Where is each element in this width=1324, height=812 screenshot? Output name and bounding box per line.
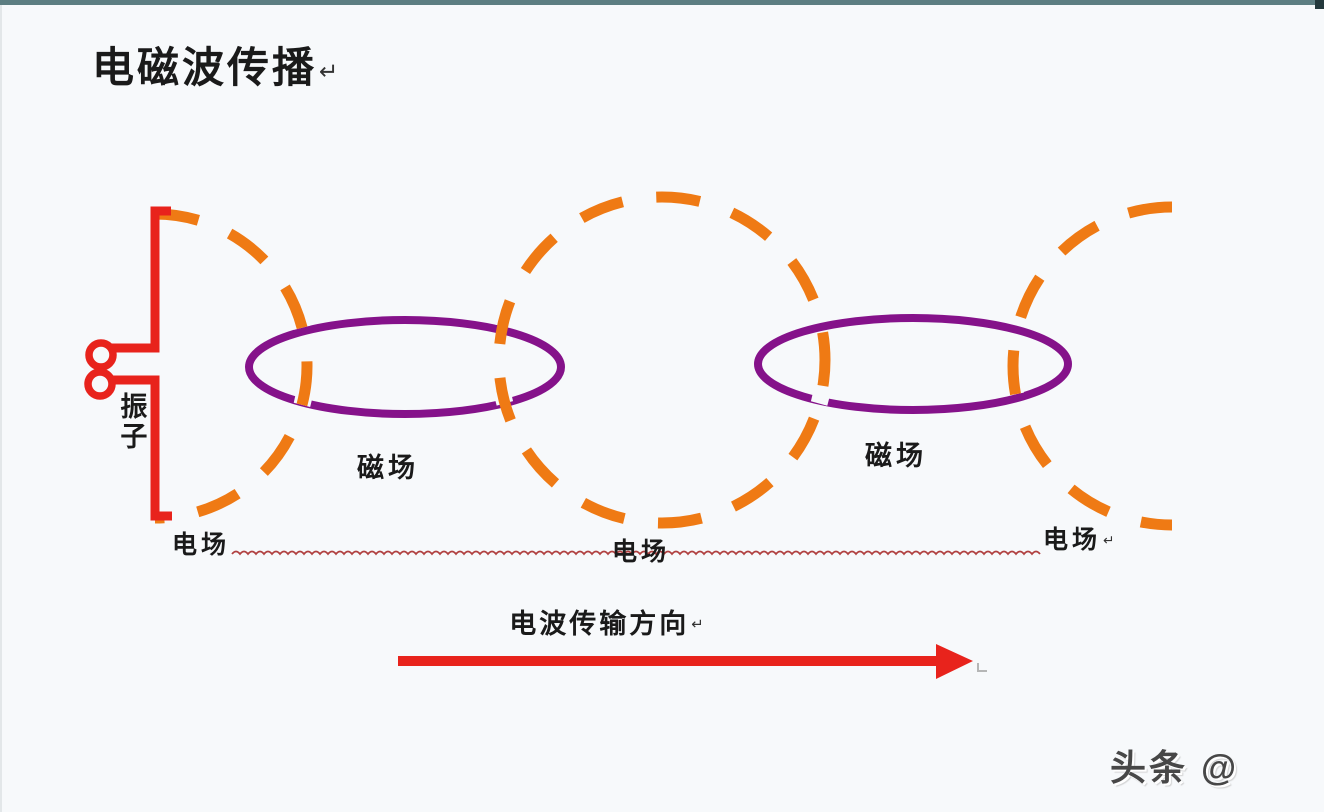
electric-field-label-left: 电场 [171, 531, 231, 559]
direction-label-text: 电波传输方向 [509, 609, 690, 639]
electric-field-label-right: 电场↵ [1043, 527, 1119, 553]
electric-field-label-middle: 电场 [611, 538, 671, 566]
oscillator-label: 振子 [116, 392, 147, 452]
efield-loop-left-casing [154, 205, 316, 527]
efield-loop-left [154, 208, 313, 524]
watermark: 头条 @ [1110, 747, 1240, 788]
magnetic-field-label-2: 磁场 [865, 441, 927, 471]
antenna-upper-arm [110, 206, 171, 353]
direction-arrow-head [936, 644, 973, 679]
wavy-underline [231, 550, 1041, 556]
efield-loop-middle [493, 191, 831, 529]
paragraph-mark-icon: ↵ [1103, 533, 1119, 549]
paragraph-mark-icon: ↵ [319, 57, 342, 84]
page-title-text: 电磁波传播 [92, 44, 318, 92]
electric-field-label-right-text: 电场 [1043, 526, 1102, 554]
magnetic-loop-1 [245, 316, 565, 418]
top-right-corner-mark [1315, 0, 1324, 9]
paragraph-mark-icon: ↵ [691, 617, 707, 634]
page-title: 电磁波传播↵ [92, 46, 341, 90]
antenna-feed-ring-top [85, 339, 117, 371]
left-edge-border [0, 0, 2, 812]
object-anchor-mark [977, 663, 987, 672]
magnetic-loop-2 [754, 314, 1072, 414]
direction-label: 电波传输方向↵ [509, 610, 706, 638]
efield-loop-right-casing [1004, 198, 1173, 534]
antenna-lower-arm [110, 375, 172, 521]
antenna-feed-ring-bottom [84, 368, 116, 400]
efield-loop-right [1007, 201, 1173, 531]
top-accent-bar [0, 0, 1324, 5]
magnetic-field-label-1: 磁场 [357, 453, 419, 483]
